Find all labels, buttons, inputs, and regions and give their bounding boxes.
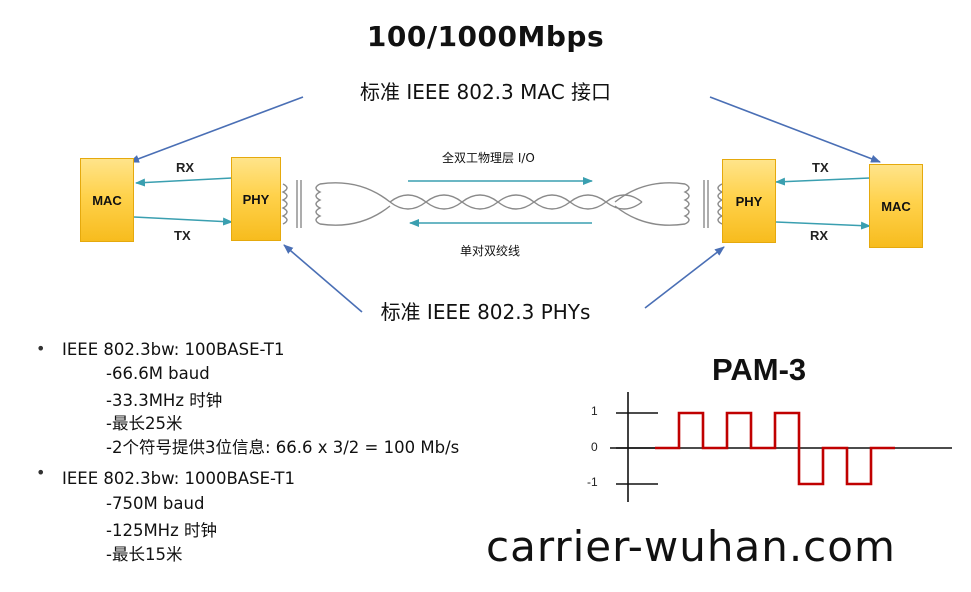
mac-interface-label: 标准 IEEE 802.3 MAC 接口 <box>359 80 612 104</box>
callout-arrow-phy-right <box>644 246 725 309</box>
pam3-tick-1: 1 <box>591 404 598 418</box>
bullet-heading-1000base: IEEE 802.3bw: 1000BASE-T1 <box>62 469 296 488</box>
list-item: -33.3MHz 时钟 <box>106 391 223 410</box>
rx-arrow-right <box>775 221 871 230</box>
mac-box-right: MAC <box>869 164 923 248</box>
pam3-title: PAM-3 <box>712 352 807 387</box>
bullet-icon: • <box>36 463 46 482</box>
pam3-signal-line <box>655 411 895 486</box>
phy-box-right: PHY <box>722 159 776 243</box>
rx-arrow-left <box>135 177 233 187</box>
callout-arrow-mac-right <box>709 96 881 163</box>
tx-arrow-left <box>133 216 233 226</box>
list-item: -66.6M baud <box>106 364 210 383</box>
transformer-left <box>281 180 391 228</box>
twisted-pair-label: 单对双绞线 <box>460 244 521 258</box>
pam3-tick-neg1: -1 <box>587 475 598 489</box>
pam3-chart <box>610 392 952 502</box>
pam3-tick-0: 0 <box>591 440 598 454</box>
full-duplex-label: 全双工物理层 I/O <box>442 151 535 165</box>
tx-label-left: TX <box>174 228 191 243</box>
callout-arrow-mac-left <box>129 96 304 163</box>
tx-label-right: TX <box>812 160 829 175</box>
twisted-pair-cable <box>389 194 643 210</box>
transformer-right <box>614 180 724 228</box>
mac-box-left: MAC <box>80 158 134 242</box>
list-item: -2个符号提供3位信息: 66.6 x 3/2 = 100 Mb/s <box>106 438 460 457</box>
list-item: -最长25米 <box>106 414 183 433</box>
watermark: carrier-wuhan.com <box>486 522 896 571</box>
callout-arrow-phy-left <box>283 244 363 313</box>
list-item: -125MHz 时钟 <box>106 521 217 540</box>
bullet-heading-100base: IEEE 802.3bw: 100BASE-T1 <box>62 340 285 359</box>
tx-arrow-right <box>775 177 871 186</box>
rx-label-left: RX <box>176 160 195 175</box>
page-title: 100/1000Mbps <box>366 20 605 53</box>
phy-label: 标准 IEEE 802.3 PHYs <box>380 300 591 324</box>
list-item: -750M baud <box>106 494 205 513</box>
list-item: -最长15米 <box>106 545 183 564</box>
rx-label-right: RX <box>810 228 829 243</box>
phy-box-left: PHY <box>231 157 281 241</box>
bullet-icon: • <box>36 339 46 358</box>
